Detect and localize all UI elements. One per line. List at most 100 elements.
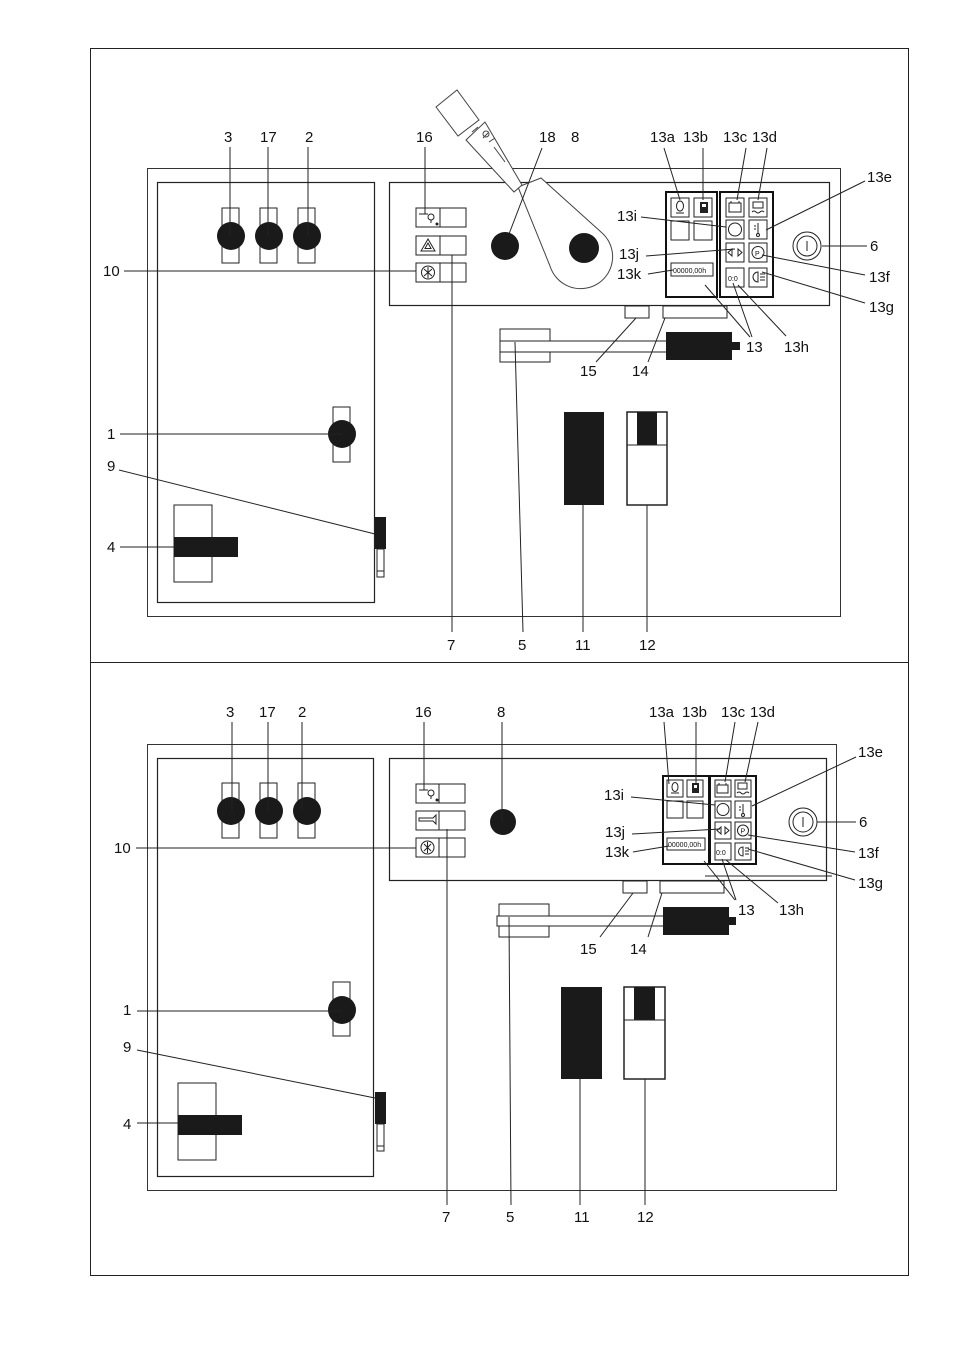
knob-17[interactable] <box>255 782 283 839</box>
lamp-13i-symbol <box>728 222 742 237</box>
diagram-bottom: P 0:0 00000,00h <box>114 704 883 1226</box>
label-13h: 13h <box>784 339 809 356</box>
switch-16[interactable] <box>415 783 466 804</box>
headlight-icon <box>738 846 749 857</box>
knob-3[interactable] <box>217 207 245 264</box>
label-6: 6 <box>870 238 878 255</box>
warning-light-panel-13: P 0:0 00000,00h <box>665 191 774 298</box>
label-13d: 13d <box>752 129 777 146</box>
label-13c: 13c <box>721 704 746 721</box>
label-13e: 13e <box>858 744 883 761</box>
leader-lines-bottom <box>136 721 857 1206</box>
label-16: 16 <box>416 129 433 146</box>
label-13a: 13a <box>649 704 675 721</box>
lamp-13b-spare <box>693 220 713 241</box>
ignition-switch-6[interactable] <box>792 231 822 261</box>
label-18: 18 <box>539 129 556 146</box>
label-16: 16 <box>415 704 432 721</box>
lever-9[interactable] <box>375 1092 386 1152</box>
lamp-13j <box>714 821 732 840</box>
label-14: 14 <box>632 363 649 380</box>
label-13: 13 <box>738 902 755 919</box>
svg-text:P: P <box>755 251 760 258</box>
timer-display: 0:0 <box>716 850 726 857</box>
dashboard-outline <box>147 744 837 1191</box>
switch-16[interactable] <box>415 207 467 228</box>
rotating-beacon-icon <box>421 265 435 280</box>
lever-5[interactable] <box>499 328 740 363</box>
lamp-13a-spare <box>670 220 690 241</box>
wiper-lever-icon[interactable] <box>435 89 523 193</box>
lever-4[interactable] <box>173 504 238 583</box>
knob-2[interactable] <box>293 782 321 839</box>
knob-2[interactable] <box>293 207 321 264</box>
switch-10[interactable] <box>415 262 467 283</box>
label-13j: 13j <box>619 246 639 263</box>
knob-17[interactable] <box>255 207 283 264</box>
switch-15[interactable] <box>622 880 648 894</box>
label-5: 5 <box>518 637 526 654</box>
knob-18[interactable] <box>491 232 519 260</box>
label-8: 8 <box>571 129 579 146</box>
switch-10[interactable] <box>415 837 466 858</box>
label-13c: 13c <box>723 129 748 146</box>
left-console <box>156 757 375 1178</box>
pedal-11[interactable] <box>561 987 602 1079</box>
lamp-13h <box>714 842 732 861</box>
diagram-top: P 0:0 00000,00h <box>103 89 894 654</box>
knob-3[interactable] <box>217 782 245 839</box>
label-7: 7 <box>447 637 455 654</box>
timer-display: 0:0 <box>728 276 738 283</box>
parking-brake-icon: P <box>751 246 765 259</box>
rotating-beacon-icon <box>420 840 435 855</box>
lever-4[interactable] <box>177 1082 242 1161</box>
label-12: 12 <box>639 637 656 654</box>
label-10: 10 <box>103 263 120 280</box>
label-17: 17 <box>260 129 277 146</box>
switch-7[interactable] <box>415 810 466 831</box>
svg-text:P: P <box>741 829 746 836</box>
label-13g: 13g <box>858 875 883 892</box>
label-13j: 13j <box>605 824 625 841</box>
label-1: 1 <box>107 426 115 443</box>
ignition-switch-6[interactable] <box>788 807 818 837</box>
label-13d: 13d <box>750 704 775 721</box>
switch-14[interactable] <box>659 880 725 894</box>
label-12: 12 <box>637 1209 654 1226</box>
pedal-12[interactable] <box>626 411 668 506</box>
label-11: 11 <box>574 1209 590 1226</box>
horn-icon <box>419 213 439 226</box>
label-11: 11 <box>575 637 591 654</box>
lamp-13a <box>670 197 690 218</box>
lamp-13j <box>725 242 745 263</box>
coolant-temperature-icon <box>736 782 750 795</box>
switch-14[interactable] <box>662 305 728 319</box>
hour-meter-value: 00000,00h <box>673 268 706 275</box>
instrument-panel <box>388 181 831 307</box>
switch-15[interactable] <box>624 305 650 319</box>
steering-column-8[interactable] <box>517 177 614 290</box>
label-6: 6 <box>859 814 867 831</box>
labels-bottom: 3 17 2 16 8 13a 13b 13c 13d 13e 13i 13j … <box>114 704 883 1226</box>
oil-pressure-icon <box>676 200 684 214</box>
label-8: 8 <box>497 704 505 721</box>
hazard-warning-icon <box>420 238 436 252</box>
pedal-11[interactable] <box>564 412 604 505</box>
hour-meter-13k <box>666 837 706 851</box>
lever-9[interactable] <box>375 517 386 578</box>
label-17: 17 <box>259 704 276 721</box>
knob-1[interactable] <box>328 981 356 1037</box>
label-2: 2 <box>298 704 306 721</box>
label-13i: 13i <box>604 787 624 804</box>
fuel-icon <box>692 783 699 793</box>
label-14: 14 <box>630 941 647 958</box>
label-13g: 13g <box>869 299 894 316</box>
switch-7[interactable] <box>415 235 467 256</box>
pedal-12[interactable] <box>623 986 666 1080</box>
label-5: 5 <box>506 1209 514 1226</box>
knob-8[interactable] <box>490 809 516 835</box>
label-3: 3 <box>226 704 234 721</box>
lever-5[interactable] <box>496 903 736 938</box>
label-13h: 13h <box>779 902 804 919</box>
battery-icon <box>716 783 729 794</box>
